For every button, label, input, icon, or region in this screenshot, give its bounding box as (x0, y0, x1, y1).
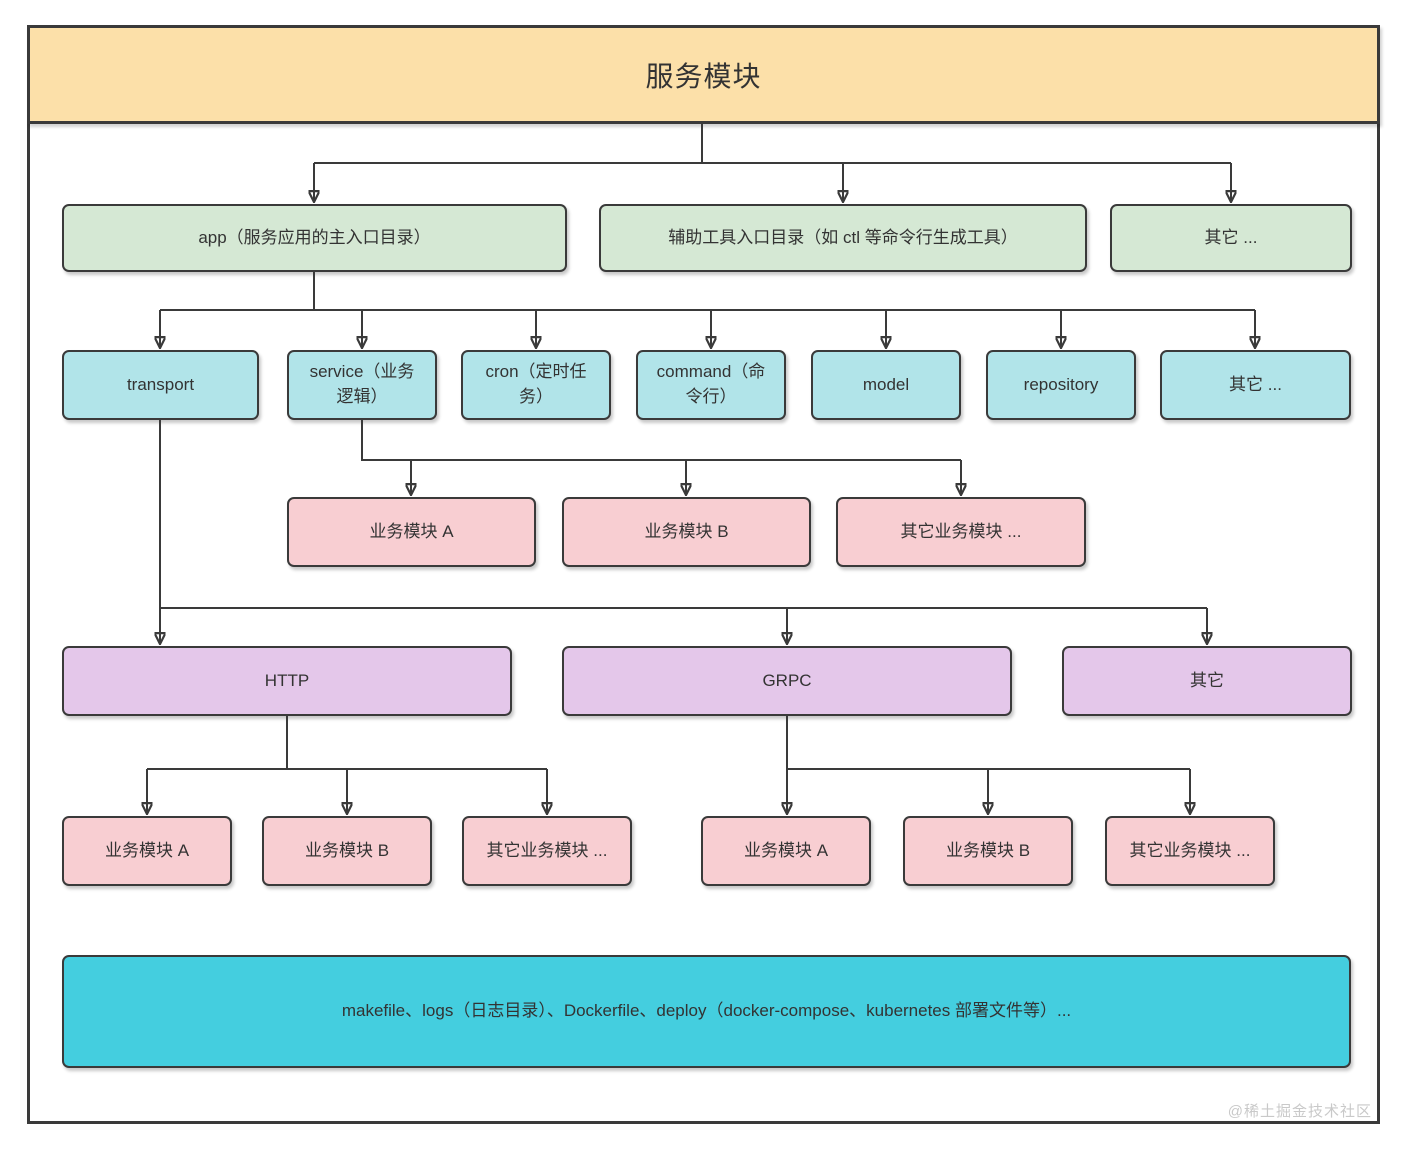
node-app: app（服务应用的主入口目录） (62, 204, 567, 272)
node-service-module-a: 业务模块 A (287, 497, 536, 567)
node-http-module-a: 业务模块 A (62, 816, 232, 886)
node-command: command（命 令行） (636, 350, 786, 420)
node-grpc-module-other: 其它业务模块 ... (1105, 816, 1275, 886)
diagram-title: 服务模块 (645, 60, 762, 92)
node-http-module-b: 业务模块 B (262, 816, 432, 886)
node-service-module-other: 其它业务模块 ... (836, 497, 1086, 567)
node-http-module-other: 其它业务模块 ... (462, 816, 632, 886)
node-tools-entry: 辅助工具入口目录（如 ctl 等命令行生成工具） (599, 204, 1087, 272)
node-level5-other: 其它 (1062, 646, 1352, 716)
node-transport: transport (62, 350, 259, 420)
node-service-module-b: 业务模块 B (562, 497, 811, 567)
node-infra-bar: makefile、logs（日志目录）、Dockerfile、deploy（do… (62, 955, 1351, 1068)
node-http: HTTP (62, 646, 512, 716)
node-level3-other: 其它 ... (1160, 350, 1351, 420)
node-grpc-module-a: 业务模块 A (701, 816, 871, 886)
node-cron: cron（定时任 务） (461, 350, 611, 420)
node-repository: repository (986, 350, 1136, 420)
title-banner: 服务模块 (27, 25, 1380, 124)
node-grpc: GRPC (562, 646, 1012, 716)
node-level2-other: 其它 ... (1110, 204, 1352, 272)
watermark: @稀土掘金技术社区 (1227, 1103, 1372, 1120)
node-service: service（业务 逻辑） (287, 350, 437, 420)
node-model: model (811, 350, 961, 420)
node-grpc-module-b: 业务模块 B (903, 816, 1073, 886)
